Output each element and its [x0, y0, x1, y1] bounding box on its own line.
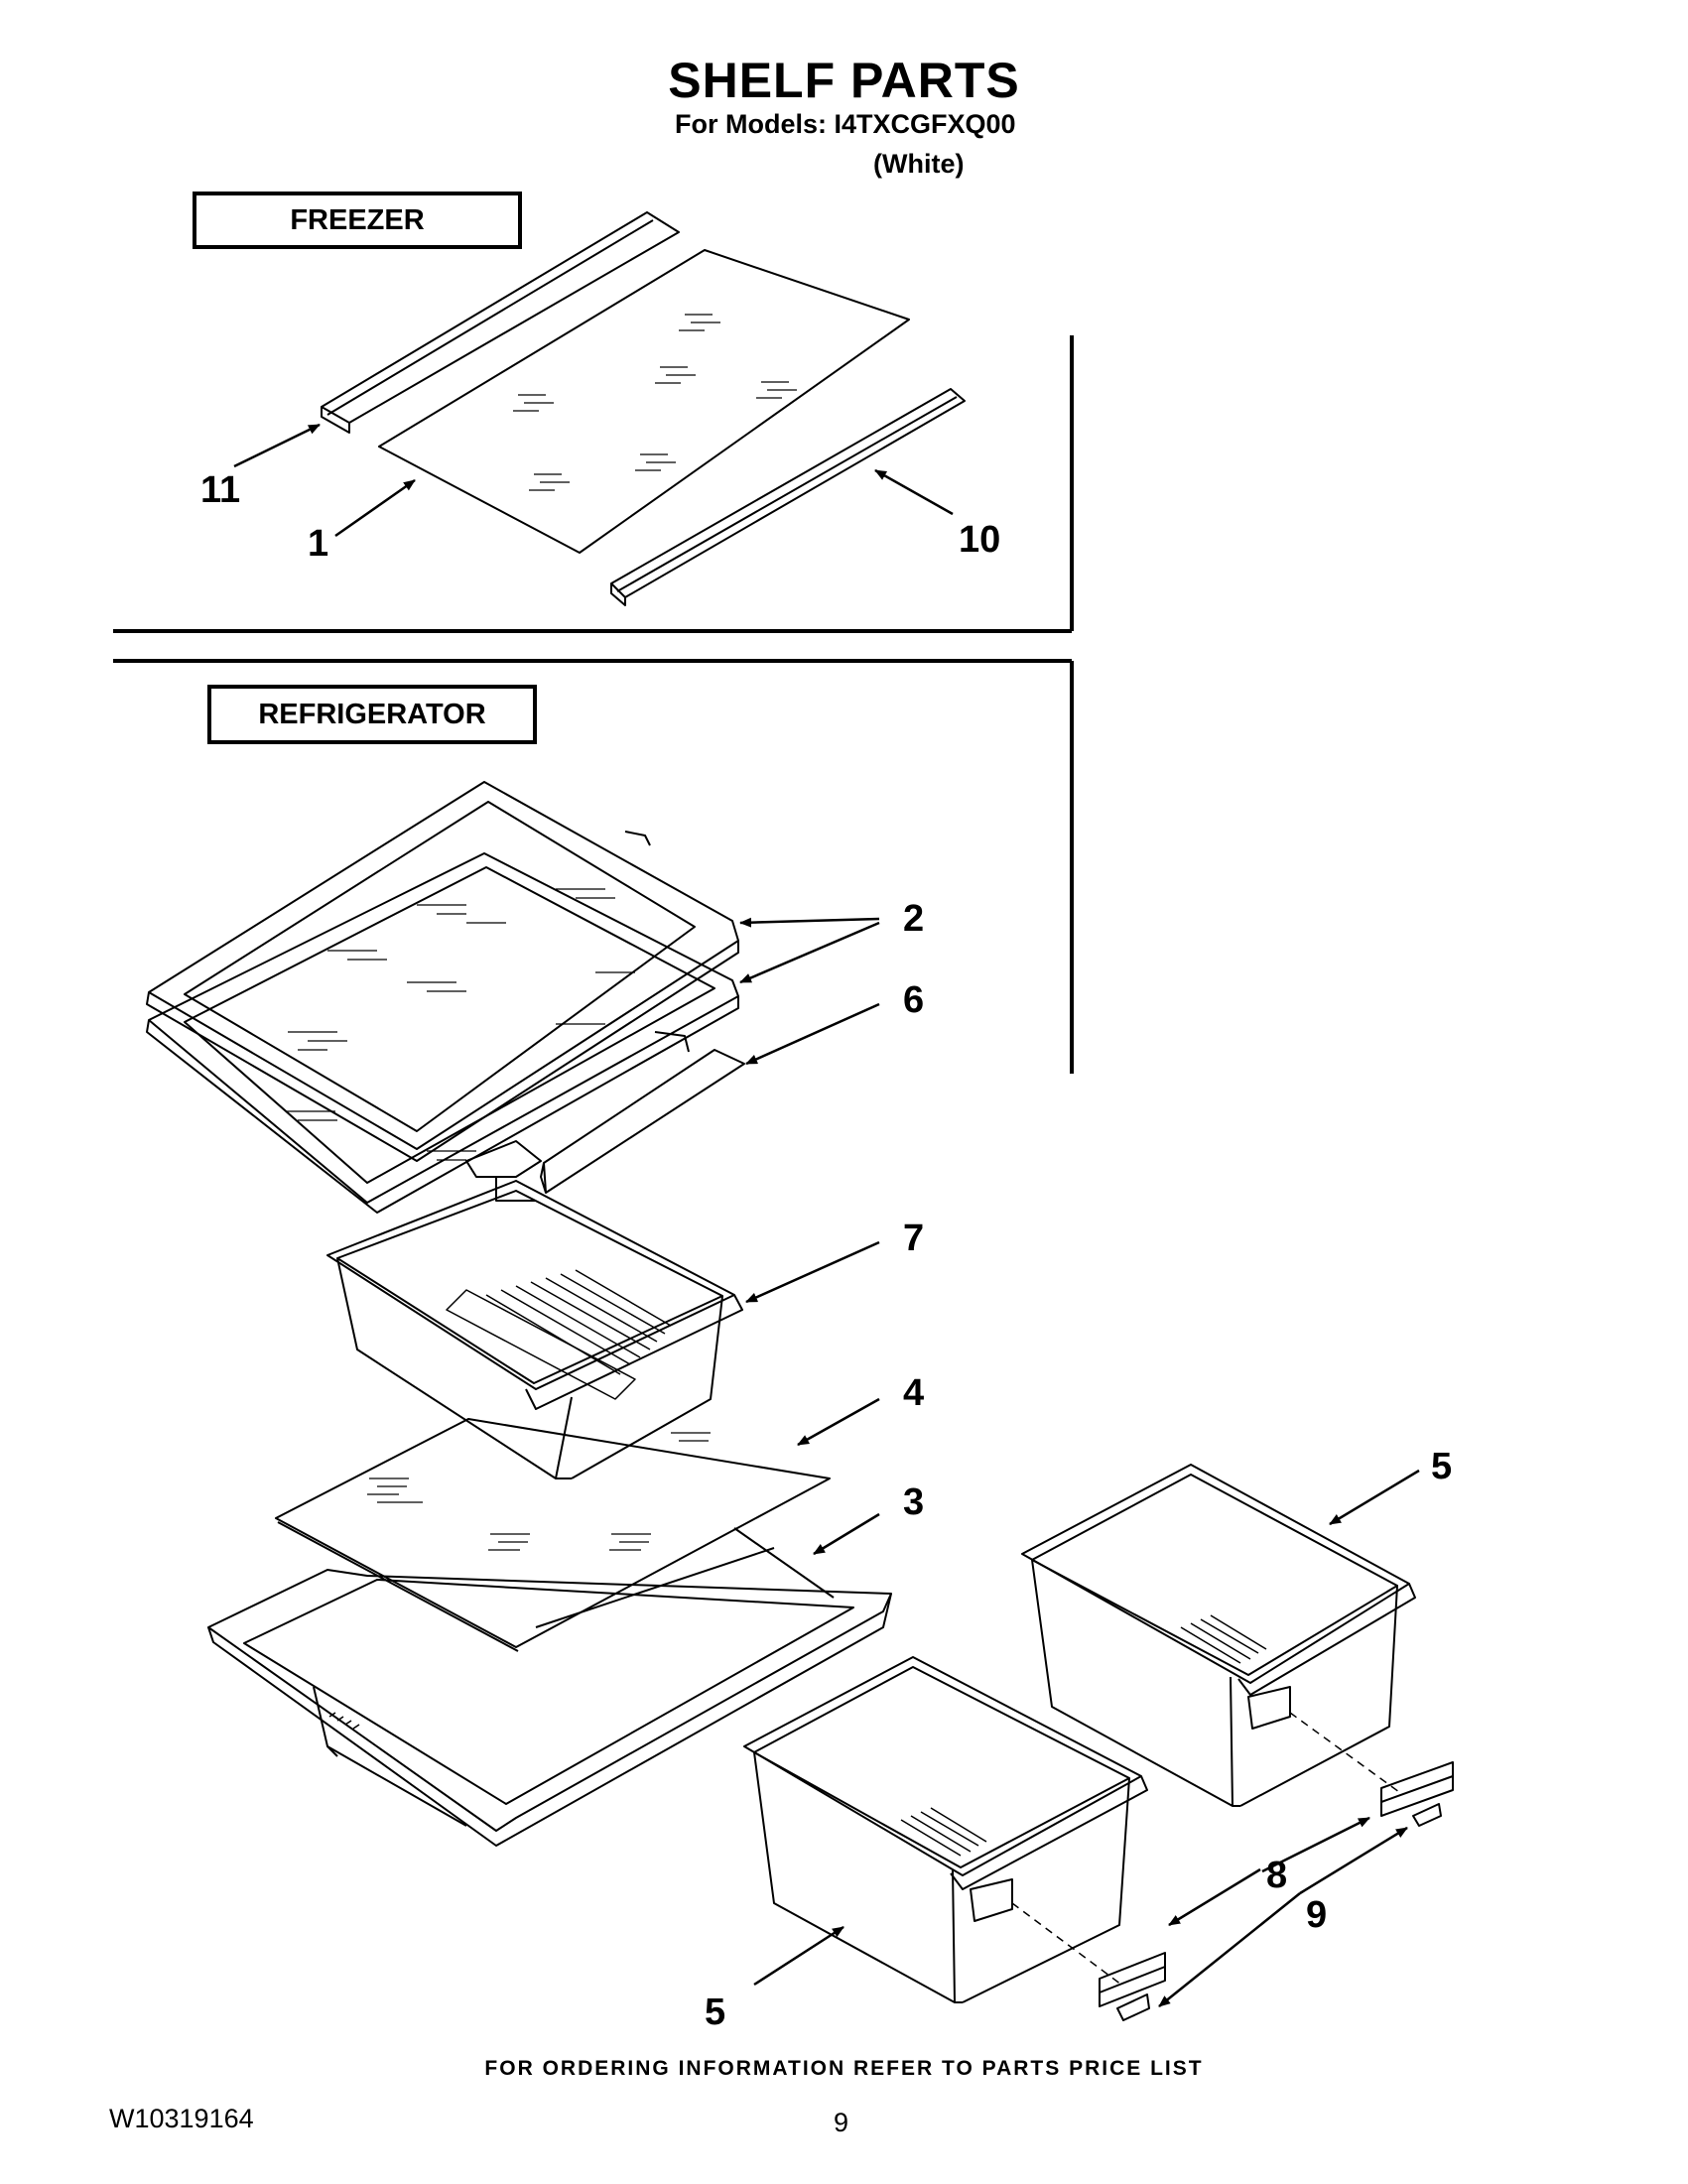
callout-5-right: 5: [1431, 1446, 1452, 1487]
section-dividers: [113, 335, 1074, 1074]
page-number: 9: [834, 2108, 849, 2137]
crisper-drawer-right: [1021, 1464, 1416, 1807]
drawer-clip-left: [1116, 1993, 1150, 2021]
callout-1: 1: [308, 523, 328, 565]
fridge-upper-shelf: [146, 781, 739, 1162]
callout-10: 10: [959, 519, 1000, 561]
refrigerator-section-label: REFRIGERATOR: [207, 685, 537, 744]
freezer-section-label: FREEZER: [193, 192, 522, 249]
freezer-front-trim: [610, 388, 966, 606]
callout-7: 7: [903, 1218, 924, 1259]
callout-2: 2: [903, 898, 924, 940]
callout-8: 8: [1266, 1855, 1287, 1896]
callout-6: 6: [903, 979, 924, 1021]
callout-leaders: [233, 423, 1420, 2007]
fridge-crisper-cover-frame: [207, 1527, 892, 1847]
freezer-label-text: FREEZER: [290, 203, 425, 236]
drawer-label-left: [1099, 1952, 1166, 2007]
fridge-crisper-drawer: [326, 1180, 743, 1479]
freezer-rear-trim: [321, 211, 680, 434]
callout-numbers: 1 2 3 4 5 5 6 7 8 9 10 11: [200, 469, 1452, 2033]
callout-9: 9: [1306, 1894, 1327, 1936]
callout-11: 11: [200, 469, 240, 511]
fridge-shelf-frame: [465, 1031, 745, 1202]
models-line: For Models: I4TXCGFXQ00: [675, 109, 1016, 139]
fridge-lower-shelf: [146, 852, 739, 1214]
assembly-guide-lines: [1011, 1712, 1400, 1986]
callout-4: 4: [903, 1372, 924, 1414]
page-title: SHELF PARTS: [668, 53, 1020, 108]
crisper-drawer-left: [743, 1656, 1148, 2003]
fridge-crisper-glass: [275, 1418, 831, 1652]
callout-5-left: 5: [705, 1991, 725, 2033]
freezer-glass-shelf: [378, 249, 910, 554]
drawer-label-right: [1380, 1761, 1454, 1817]
callout-3: 3: [903, 1481, 924, 1523]
refrigerator-label-text: REFRIGERATOR: [258, 698, 486, 730]
drawer-clip-right: [1412, 1803, 1442, 1827]
ordering-note: FOR ORDERING INFORMATION REFER TO PARTS …: [484, 2057, 1204, 2080]
color-variant: (White): [873, 149, 965, 179]
document-number: W10319164: [109, 2104, 254, 2133]
